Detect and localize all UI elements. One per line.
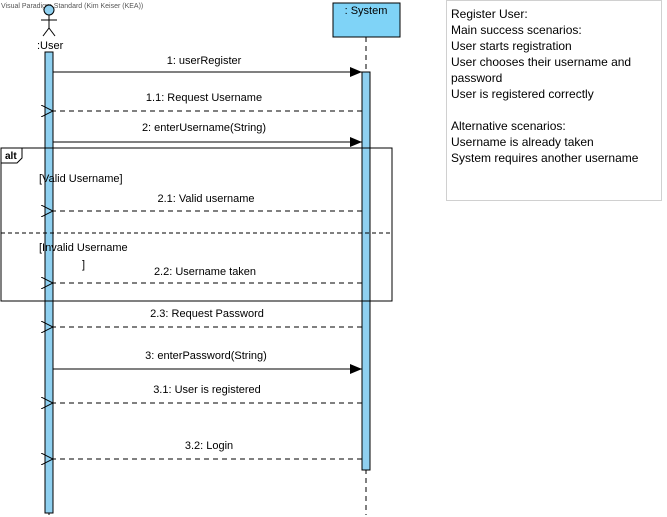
system-lifeline-label: : System — [345, 5, 388, 17]
message-label: 3.2: Login — [185, 440, 233, 452]
message-label: 2.1: Valid username — [157, 193, 254, 205]
message-3-1[interactable]: 3.1: User is registered — [53, 384, 362, 403]
message-2[interactable]: 2: enterUsername(String) — [53, 122, 362, 147]
message-label: 1: userRegister — [167, 55, 242, 67]
system-activation-bar[interactable] — [361, 71, 371, 471]
message-label: 1.1: Request Username — [146, 92, 262, 104]
message-label: 2.3: Request Password — [150, 308, 264, 320]
note-spacer — [451, 102, 661, 118]
message-3-2[interactable]: 3.2: Login — [53, 440, 362, 459]
message-1-1[interactable]: 1.1: Request Username — [53, 92, 362, 111]
guard-invalid-username: [Invalid Username — [39, 242, 128, 254]
note-main-step-1: User starts registration — [451, 39, 572, 53]
note-title: Register User: — [451, 7, 528, 21]
message-2-2[interactable]: 2.2: Username taken — [53, 266, 362, 283]
message-2-3[interactable]: 2.3: Request Password — [53, 308, 362, 327]
alt-fragment[interactable]: alt [Valid Username] [Invalid Username ] — [0, 147, 393, 302]
user-actor-icon — [41, 4, 57, 37]
guard-invalid-username-close: ] — [82, 259, 85, 271]
user-lifeline-label: :User — [37, 40, 64, 52]
guard-valid-username: [Valid Username] — [39, 173, 123, 185]
message-label: 2: enterUsername(String) — [142, 122, 266, 134]
note-main-heading: Main success scenarios: — [451, 23, 582, 37]
note-main-step-2a: User chooses their username and — [451, 55, 632, 69]
note-alt-step-1: Username is already taken — [451, 135, 594, 149]
message-label: 3: enterPassword(String) — [145, 350, 267, 362]
watermark-text: Visual Paradigm Standard (Kim Keiser (KE… — [1, 3, 143, 10]
note-alt-heading: Alternative scenarios: — [451, 119, 566, 133]
note-main-step-2b: password — [451, 71, 503, 85]
scenario-note[interactable]: Register User: Main success scenarios: U… — [446, 0, 662, 201]
message-1[interactable]: 1: userRegister — [53, 55, 362, 77]
note-alt-step-2: System requires another username — [451, 151, 639, 165]
message-2-1[interactable]: 2.1: Valid username — [53, 193, 362, 211]
user-activation-bar[interactable] — [44, 51, 54, 514]
alt-operator-label: alt — [5, 151, 17, 162]
note-main-step-3: User is registered correctly — [451, 87, 594, 101]
message-label: 3.1: User is registered — [153, 384, 261, 396]
message-label: 2.2: Username taken — [154, 266, 256, 278]
message-3[interactable]: 3: enterPassword(String) — [53, 350, 362, 374]
system-lifeline-head[interactable] — [332, 2, 401, 38]
